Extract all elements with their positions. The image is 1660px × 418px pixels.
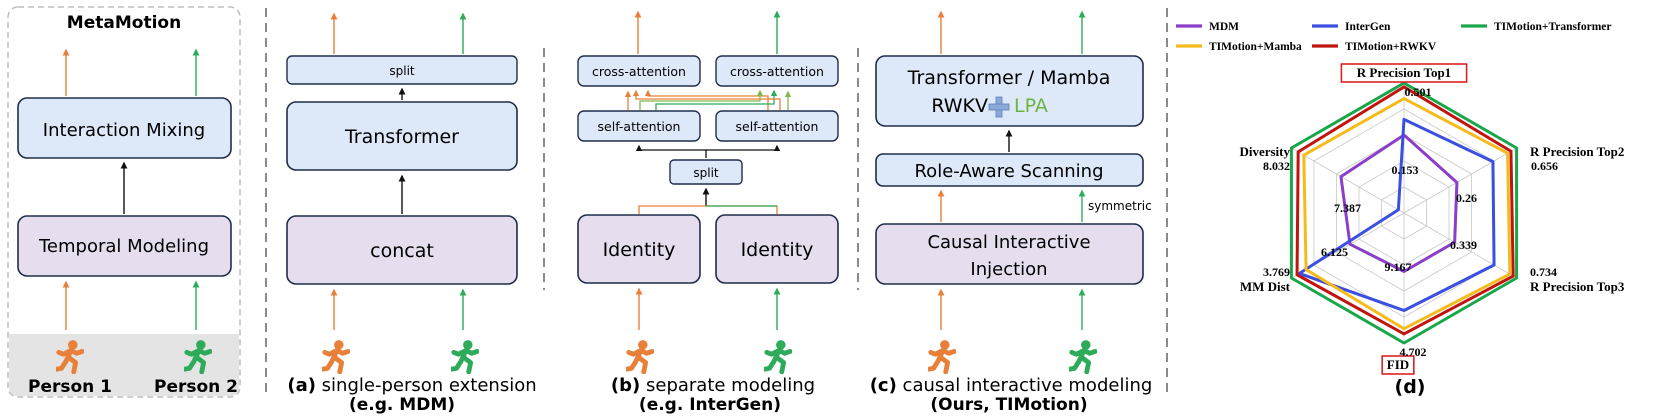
radar-axis-label: R Precision Top3	[1530, 279, 1625, 294]
person2-icon-c	[1070, 341, 1095, 372]
person2-label: Person 2	[154, 377, 238, 397]
caption-b-text: separate modeling	[640, 375, 815, 396]
legend-label: TIMotion+Transformer	[1494, 21, 1612, 33]
caption-c-letter: (c)	[870, 375, 897, 396]
causal-line1: Causal Interactive	[927, 232, 1090, 253]
radar-axis-label: R Precision Top1	[1357, 65, 1451, 80]
panel-b: cross-attention cross-attention self-att…	[577, 10, 839, 415]
radar-spoke	[1403, 147, 1517, 214]
radar-chart: R Precision Top1 0.501 0.153 R Precision To…	[1239, 63, 1625, 375]
split-label-b: split	[693, 166, 719, 180]
person1-icon-c	[929, 341, 954, 372]
causal-injection-box	[875, 223, 1144, 285]
person1-label: Person 1	[28, 377, 112, 397]
legend-label: TIMotion+RWKV	[1345, 41, 1437, 53]
radar-spoke	[1291, 147, 1405, 214]
temporal-modeling-label: Temporal Modeling	[38, 236, 209, 257]
radar-min-label: 0.26	[1456, 191, 1477, 205]
identity-label-2: Identity	[741, 239, 814, 261]
radar-min-label: 0.153	[1392, 163, 1419, 177]
caption-a: (a) single-person extension	[287, 375, 536, 396]
caption-b-example: (e.g. InterGen)	[639, 395, 781, 415]
cross-attention-box-1	[577, 55, 701, 87]
self-attention-box-1	[577, 110, 701, 142]
metamotion-panel: MetaMotion Interaction Mixing Temporal M…	[7, 6, 241, 398]
causal-line2: Injection	[970, 259, 1047, 280]
panel-a: split Transformer concat (a) single-pers…	[286, 12, 537, 415]
identity-box-2	[715, 214, 839, 284]
self-attention-label-2: self-attention	[736, 119, 819, 134]
radar-axis-highlight	[1340, 63, 1468, 83]
radar-min-label: 9.167	[1385, 260, 1412, 274]
radar-series-mdm	[1339, 133, 1459, 273]
radar-max-label: 0.734	[1530, 265, 1557, 279]
radar-max-label: 0.656	[1531, 159, 1558, 173]
radar-legend: MDM InterGen TIMotion+TransformerTIMotion+…	[1176, 21, 1612, 53]
radar-axis-label: MM Dist	[1240, 279, 1291, 294]
caption-c: (c) causal interactive modeling	[870, 375, 1153, 396]
transformer-box-a	[286, 101, 518, 171]
role-aware-box	[875, 153, 1144, 187]
backbone-box	[875, 55, 1144, 127]
legend-label: InterGen	[1345, 21, 1391, 33]
radar-series-intergen	[1297, 117, 1496, 312]
caption-c-example: (Ours, TIMotion)	[930, 395, 1087, 415]
radar-series-timotion-mamba	[1302, 97, 1512, 331]
caption-a-text: single-person extension	[316, 375, 537, 396]
transformer-label-a: Transformer	[344, 126, 459, 148]
legend-label: MDM	[1209, 21, 1239, 33]
radar-max-label: 3.769	[1263, 265, 1290, 279]
radar-series-timotion-transformer	[1289, 81, 1519, 345]
split-box-a	[286, 55, 518, 85]
identity-label-1: Identity	[603, 239, 676, 261]
backbone-line2-rwkv: RWKV	[931, 95, 988, 117]
concat-label: concat	[370, 240, 434, 262]
radar-axis-label: R Precision Top2	[1530, 144, 1624, 159]
radar-min-label: 7.387	[1334, 201, 1361, 215]
radar-min-label: 0.339	[1450, 238, 1477, 252]
radar-max-label: 4.702	[1400, 345, 1427, 359]
interaction-mixing-box	[17, 97, 232, 159]
self-attention-label-1: self-attention	[598, 119, 681, 134]
person1-icon-a	[323, 341, 348, 372]
backbone-line1: Transformer / Mamba	[907, 67, 1111, 89]
role-aware-label: Role-Aware Scanning	[914, 161, 1103, 182]
metamotion-title: MetaMotion	[67, 13, 181, 33]
radar-axis-label: Diversity	[1239, 144, 1290, 159]
panel-c: Transformer / Mamba RWKV LPA Role-Aware …	[870, 10, 1153, 415]
temporal-modeling-box	[17, 215, 232, 277]
backbone-line2-lpa: LPA	[1014, 95, 1048, 117]
caption-c-text: causal interactive modeling	[897, 375, 1152, 396]
person1-icon-b	[627, 341, 652, 372]
caption-b: (b) separate modeling	[611, 375, 815, 396]
self-attention-box-2	[715, 110, 839, 142]
cross-attention-box-2	[715, 55, 839, 87]
radar-spoke	[1403, 212, 1517, 279]
interaction-mixing-label: Interaction Mixing	[43, 120, 205, 141]
caption-a-letter: (a)	[287, 375, 316, 396]
radar-axis-highlight	[1381, 355, 1415, 375]
symmetric-label: symmetric	[1088, 199, 1152, 213]
caption-d: (d)	[1395, 376, 1426, 398]
radar-max-label: 0.501	[1405, 85, 1432, 99]
radar-axis-label: FID	[1387, 357, 1409, 372]
caption-a-example: (e.g. MDM)	[349, 395, 455, 415]
caption-b-letter: (b)	[611, 375, 640, 396]
cross-attention-label-1: cross-attention	[592, 64, 686, 79]
plus-icon	[988, 96, 1010, 118]
person2-icon-b	[765, 341, 790, 372]
split-box-b	[669, 159, 743, 185]
radar-series-timotion-rwkv	[1295, 85, 1515, 336]
cross-attention-label-2: cross-attention	[730, 64, 824, 79]
radar-max-label: 8.032	[1263, 159, 1290, 173]
concat-box	[286, 215, 518, 285]
split-label-a: split	[389, 64, 415, 78]
identity-box-1	[577, 214, 701, 284]
person2-icon-a	[452, 341, 477, 372]
legend-label: TIMotion+Mamba	[1209, 41, 1302, 53]
radar-min-label: 6.125	[1321, 245, 1348, 259]
